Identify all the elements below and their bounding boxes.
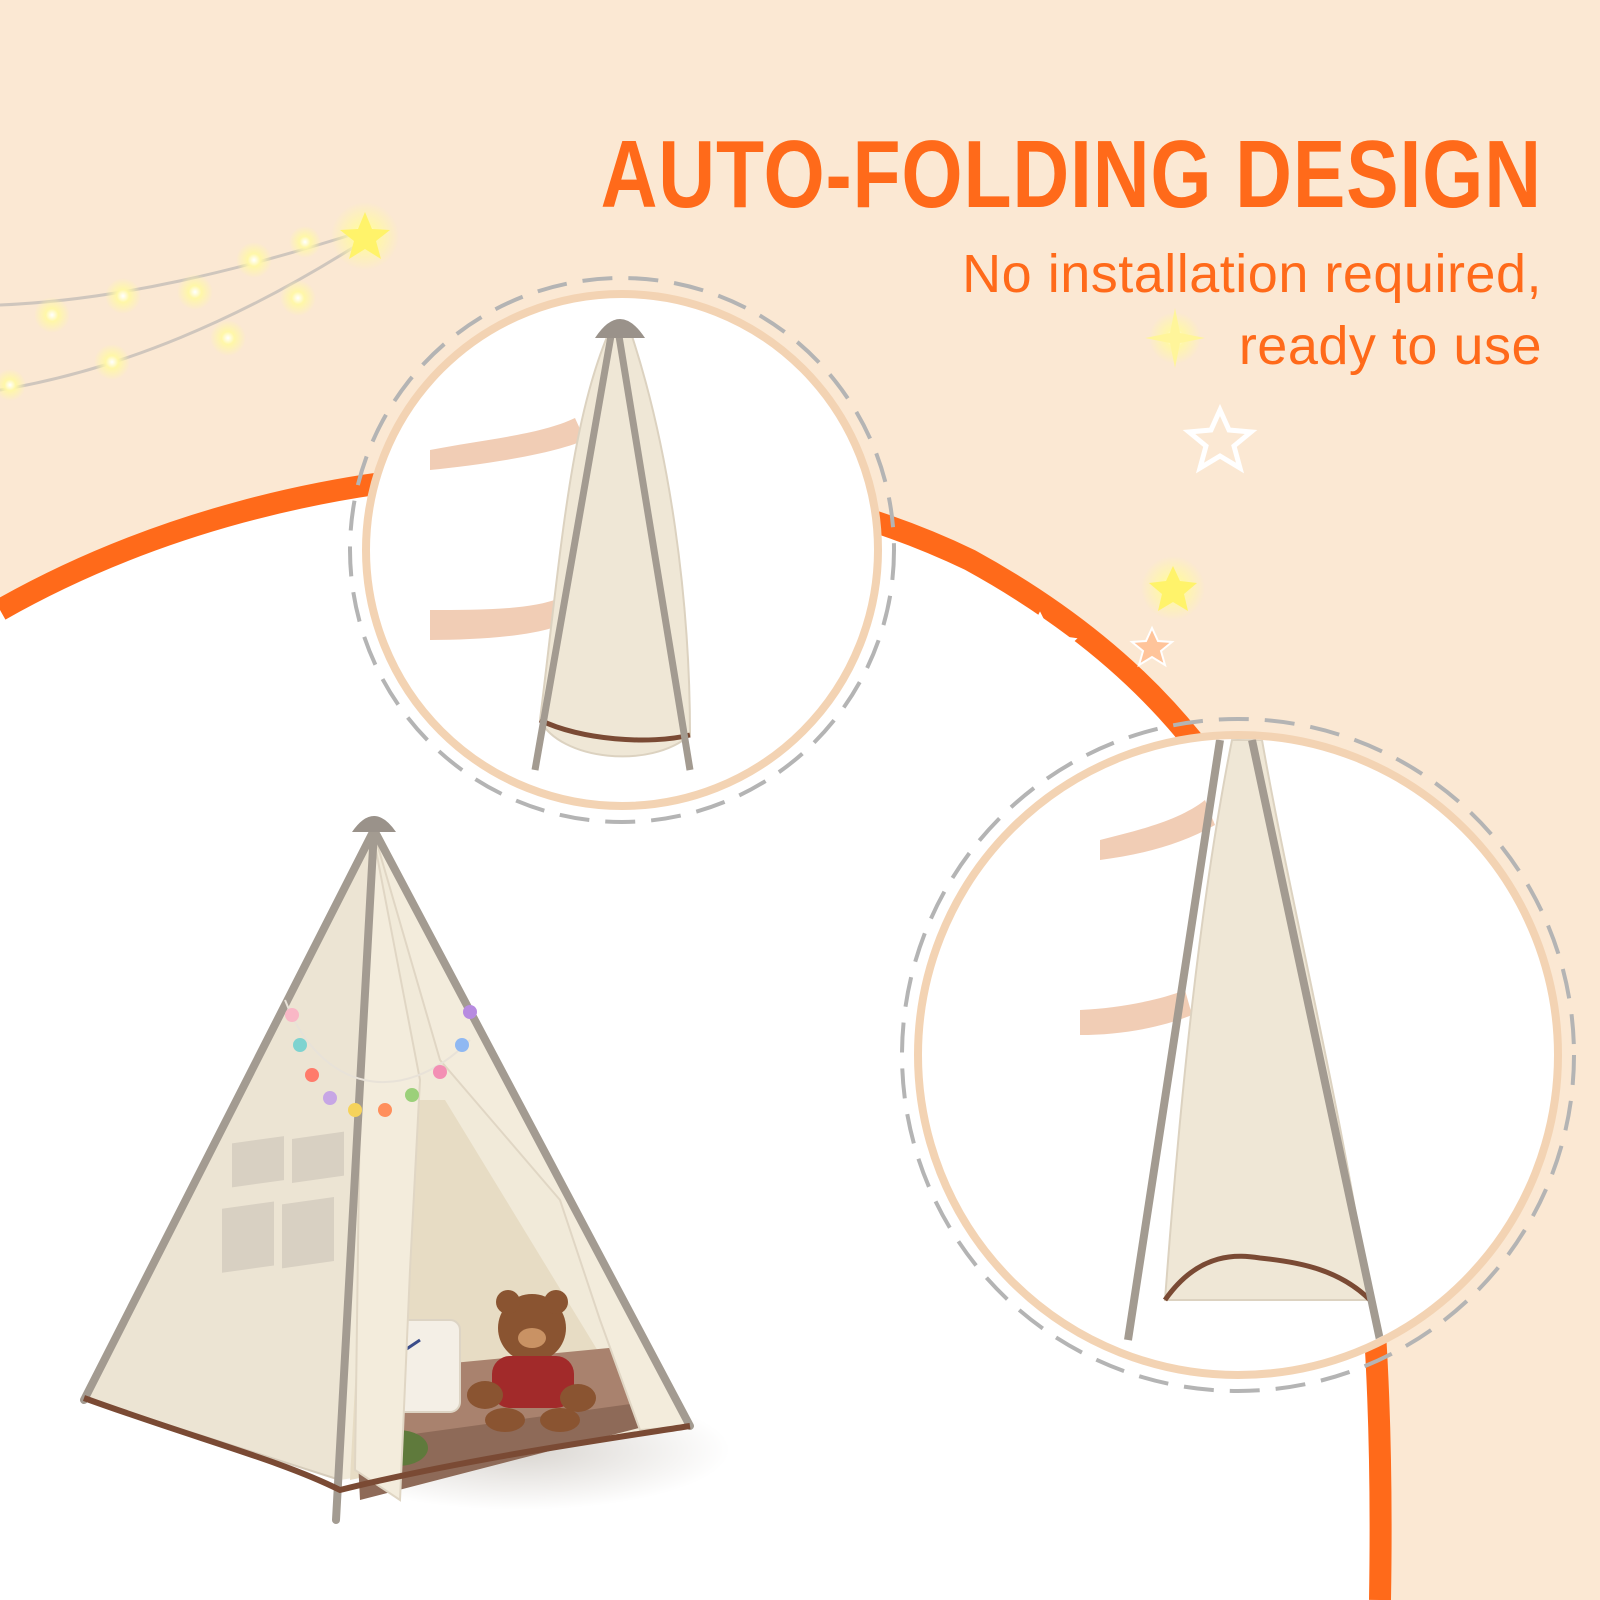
tent-cap xyxy=(352,816,396,832)
subline: No installation required, ready to use xyxy=(962,238,1542,382)
teddy-bear xyxy=(467,1290,596,1432)
step1-circle xyxy=(348,276,896,824)
bulb xyxy=(289,226,321,258)
bulb xyxy=(177,274,213,310)
bulb xyxy=(280,280,316,316)
bulb xyxy=(34,297,70,333)
string-lights xyxy=(0,202,399,401)
folded-tent-image xyxy=(430,319,694,771)
tent-poles xyxy=(80,826,694,1524)
outline-star-icon xyxy=(1182,403,1258,474)
sparkle-icon xyxy=(1145,308,1205,368)
outline-star-icon xyxy=(1002,611,1078,682)
headline: AUTO-FOLDING DESIGN xyxy=(600,121,1542,228)
subline-line-2: ready to use xyxy=(1238,316,1542,376)
subline-line-1: No installation required, xyxy=(962,244,1542,304)
unfolding-tent-image xyxy=(1080,739,1384,1341)
small-star-icon xyxy=(1129,625,1175,668)
bulb xyxy=(210,320,246,356)
step2-circle xyxy=(900,717,1576,1393)
bulb xyxy=(0,369,26,401)
pompom-garland xyxy=(285,1005,477,1117)
star-light xyxy=(331,202,399,270)
tent-window xyxy=(222,1131,344,1273)
bulb xyxy=(105,278,141,314)
glowing-star-icon xyxy=(1141,556,1205,620)
bulb xyxy=(236,242,272,278)
bulb xyxy=(94,344,130,380)
main-tent-image xyxy=(80,816,730,1524)
